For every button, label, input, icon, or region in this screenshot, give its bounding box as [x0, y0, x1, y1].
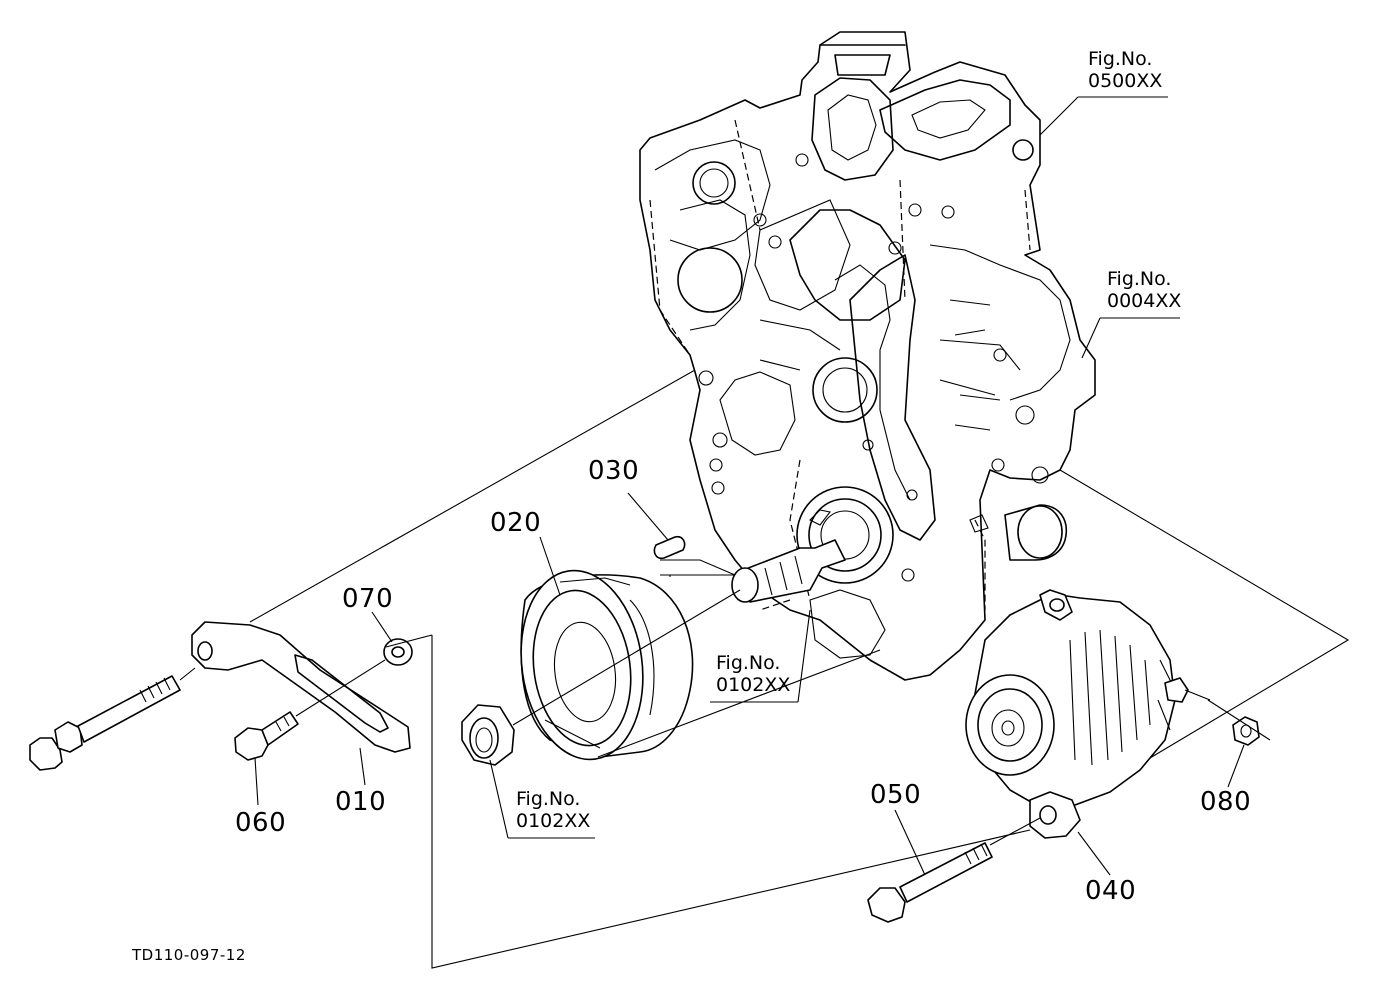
part-label-040: 040 — [1085, 876, 1137, 906]
part-label-010: 010 — [335, 787, 387, 817]
figure-ref-number: 0102XX — [716, 674, 791, 696]
alternator-040 — [965, 589, 1211, 839]
bolt-060 — [234, 711, 299, 761]
leader-lines — [179, 96, 1350, 969]
part-label-070: 070 — [342, 584, 394, 614]
figure-ref-prefix: Fig.No. — [716, 652, 781, 674]
figure-ref-prefix: Fig.No. — [1107, 268, 1172, 290]
figure-ref-prefix: Fig.No. — [516, 788, 581, 810]
figure-ref-prefix: Fig.No. — [1088, 48, 1153, 70]
figure-ref-0004: Fig.No. 0004XX — [1107, 268, 1181, 312]
figure-ref-0102-shaft: Fig.No. 0102XX — [716, 652, 790, 696]
drawing-code: TD110-097-12 — [132, 946, 246, 964]
part-label-030: 030 — [588, 456, 640, 486]
figure-ref-0500: Fig.No. 0500XX — [1088, 48, 1162, 92]
engine-gear-case — [639, 31, 1096, 681]
pulley-020 — [520, 569, 694, 761]
figure-ref-number: 0102XX — [516, 810, 591, 832]
key-030 — [653, 535, 686, 560]
figure-ref-0102-nut: Fig.No. 0102XX — [516, 788, 590, 832]
figure-ref-number: 0500XX — [1088, 70, 1163, 92]
part-label-060: 060 — [235, 808, 287, 838]
figure-ref-number: 0004XX — [1107, 290, 1182, 312]
part-label-020: 020 — [490, 508, 542, 538]
part-label-050: 050 — [870, 780, 922, 810]
long-bolt — [29, 675, 181, 771]
washer-070 — [383, 638, 413, 666]
part-label-080: 080 — [1200, 787, 1252, 817]
nut-080 — [1232, 716, 1260, 746]
crank-nut — [461, 704, 515, 766]
bolt-050 — [867, 842, 993, 923]
alternator-bracket-010 — [191, 621, 411, 753]
